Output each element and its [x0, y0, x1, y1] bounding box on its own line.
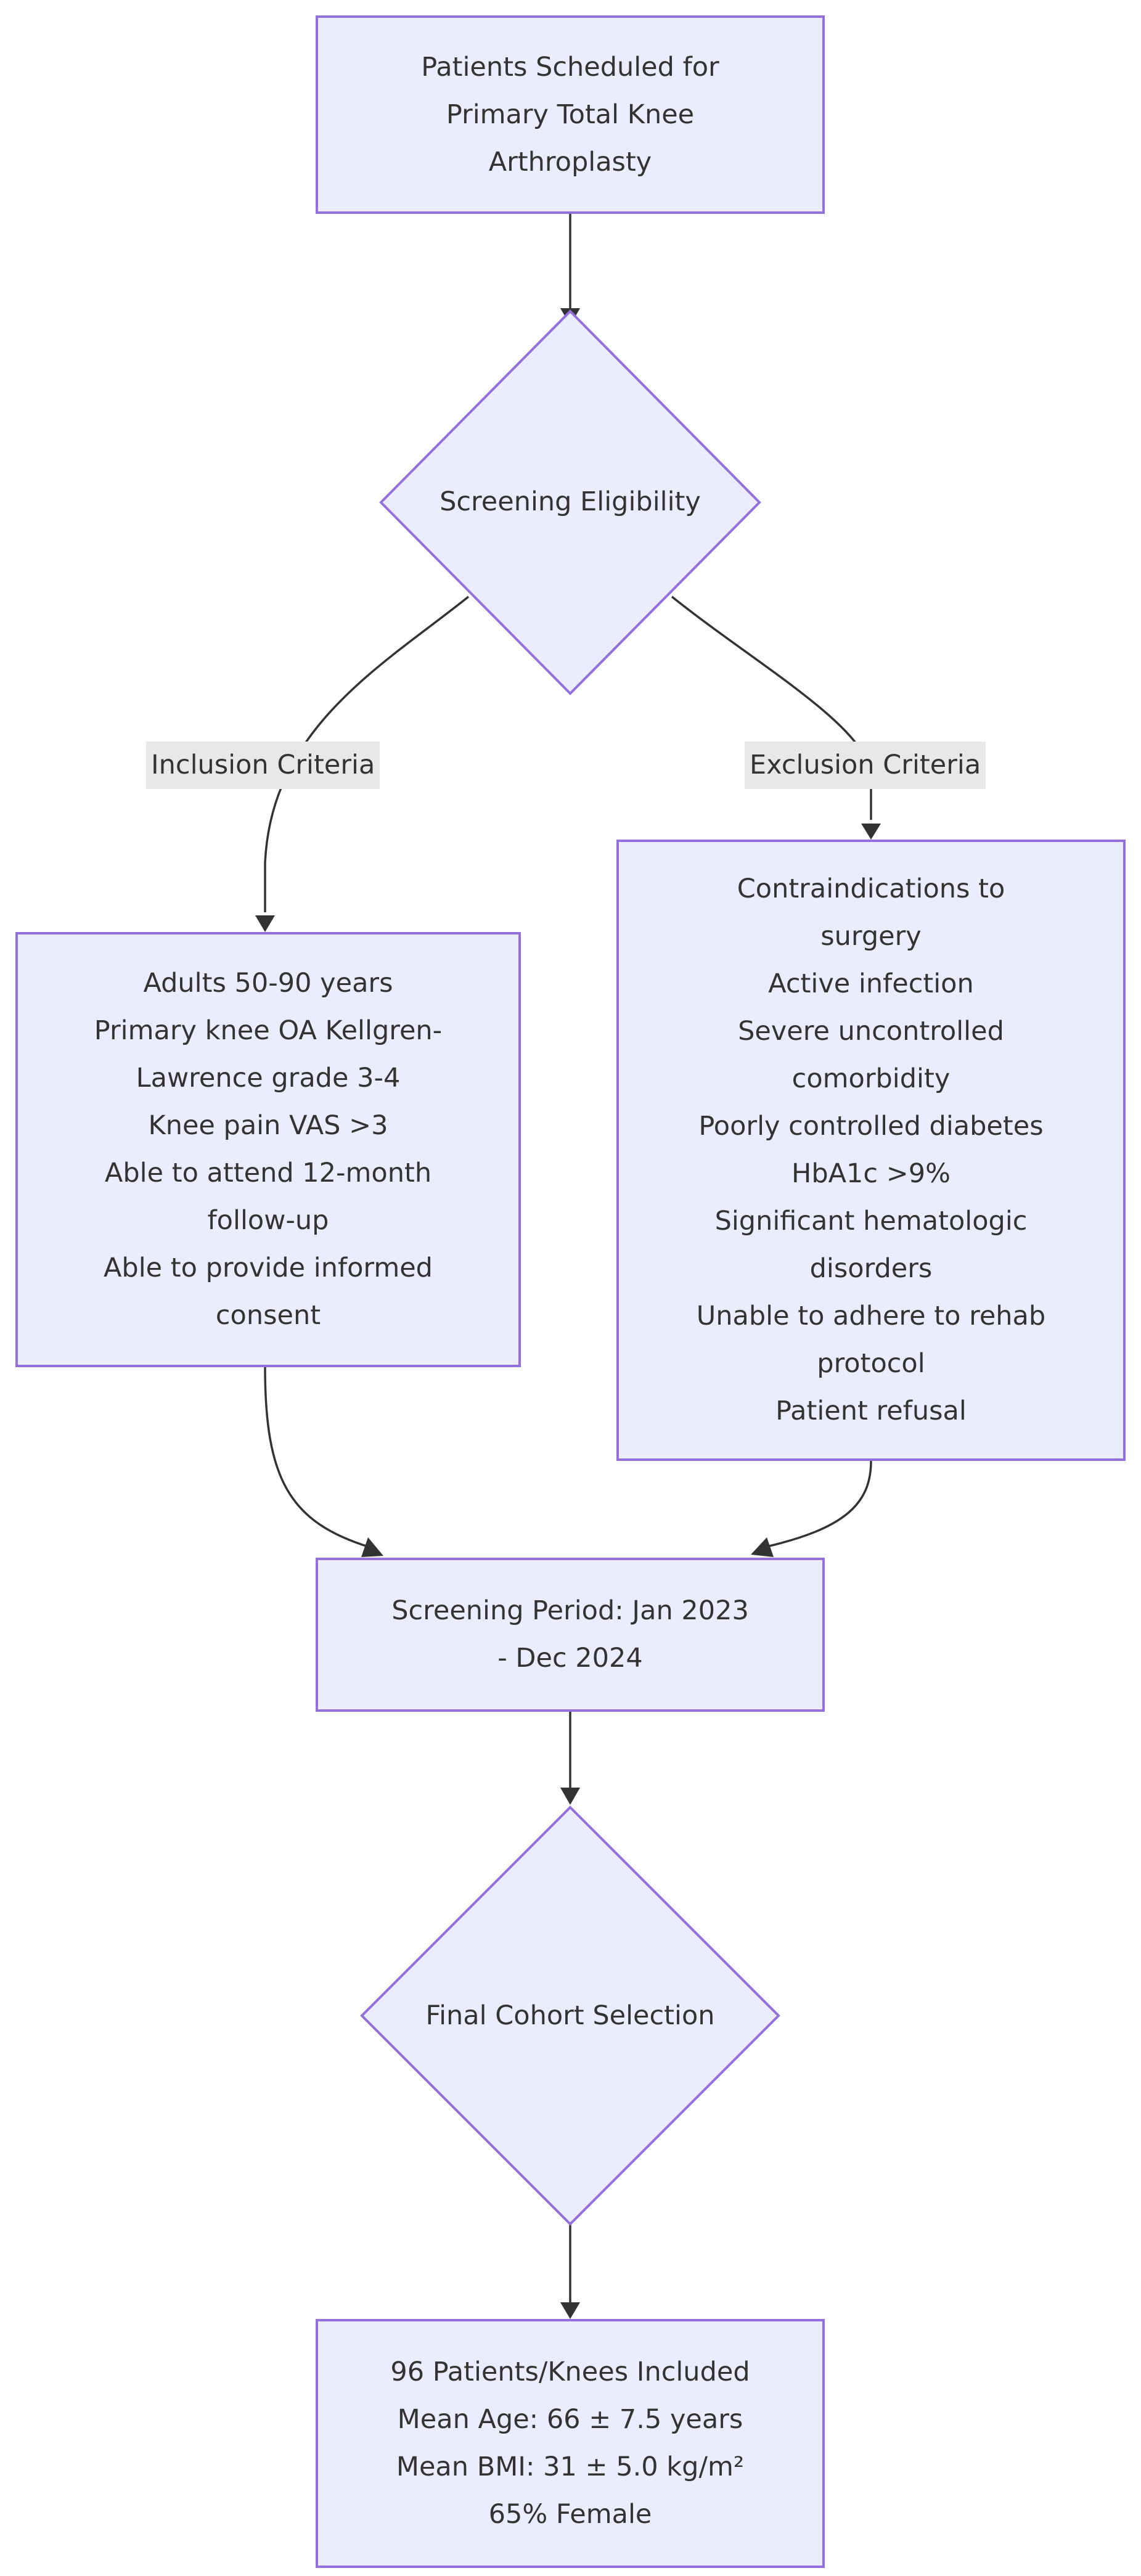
start-node-text: Patients Scheduled for Primary Total Kne…: [421, 44, 719, 186]
inclusion-line: Adults 50-90 years: [143, 968, 393, 999]
final-cohort-selection-diamond: [360, 1805, 780, 2226]
screening-period-text: Screening Period: Jan 2023 - Dec 2024: [391, 1587, 749, 1682]
exclusion-line: Patient refusal: [775, 1396, 967, 1426]
final-cohort-line: 65% Female: [488, 2499, 652, 2530]
inclusion-line: follow-up: [207, 1205, 329, 1236]
inclusion-line: Lawrence grade 3-4: [136, 1063, 401, 1094]
exclusion-line: protocol: [817, 1348, 925, 1379]
inclusion-criteria-edge-label: Inclusion Criteria: [146, 742, 380, 789]
start-node-line: Arthroplasty: [488, 146, 652, 178]
final-cohort-line: Mean Age: 66 ± 7.5 years: [397, 2404, 743, 2435]
final-cohort-line: 96 Patients/Knees Included: [390, 2357, 750, 2387]
inclusion-line: Able to attend 12-month: [104, 1158, 432, 1188]
exclusion-line: HbA1c >9%: [791, 1158, 951, 1189]
exclusion-line: disorders: [809, 1253, 933, 1284]
final-cohort-line: Mean BMI: 31 ± 5.0 kg/m²: [396, 2451, 745, 2482]
start-node-line: Patients Scheduled for: [421, 51, 719, 83]
inclusion-line: Able to provide informed: [104, 1253, 433, 1283]
exclusion-line: Contraindications to: [737, 873, 1005, 904]
inclusion-line: Primary knee OA Kellgren-: [94, 1015, 443, 1046]
inclusion-criteria-text: Adults 50-90 years Primary knee OA Kellg…: [94, 960, 442, 1339]
start-node: Patients Scheduled for Primary Total Kne…: [316, 15, 825, 214]
final-cohort-text: 96 Patients/Knees Included Mean Age: 66 …: [390, 2349, 750, 2538]
arrowhead-period-right: [751, 1537, 774, 1557]
exclusion-line: Poorly controlled diabetes: [698, 1111, 1044, 1142]
exclusion-criteria-text: Contraindications to surgery Active infe…: [697, 865, 1045, 1435]
screening-period-line: Screening Period: Jan 2023: [391, 1595, 749, 1626]
inclusion-line: consent: [215, 1300, 321, 1331]
arrowhead-final: [560, 2302, 580, 2319]
arrowhead-inclusion: [255, 915, 275, 932]
edge-inclusion-to-period: [264, 1367, 370, 1548]
arrowhead-exclusion: [861, 824, 881, 840]
arrowhead-cohort: [560, 1788, 580, 1805]
exclusion-line: Active infection: [768, 968, 974, 999]
arrowhead-period-left: [361, 1537, 383, 1557]
exclusion-criteria-edge-label: Exclusion Criteria: [745, 742, 986, 789]
exclusion-line: surgery: [820, 921, 922, 952]
exclusion-line: Severe uncontrolled: [738, 1016, 1004, 1047]
screening-eligibility-diamond: [379, 309, 761, 695]
inclusion-line: Knee pain VAS >3: [148, 1110, 388, 1141]
screening-period-line: - Dec 2024: [497, 1643, 643, 1674]
screening-eligibility-label: Screening Eligibility: [440, 486, 701, 517]
exclusion-criteria-node: Contraindications to surgery Active infe…: [616, 840, 1126, 1461]
exclusion-line: Significant hematologic: [714, 1206, 1028, 1237]
final-cohort-node: 96 Patients/Knees Included Mean Age: 66 …: [316, 2319, 825, 2568]
exclusion-line: comorbidity: [791, 1063, 951, 1094]
edge-exclusion-to-period: [764, 1460, 872, 1548]
screening-period-node: Screening Period: Jan 2023 - Dec 2024: [316, 1558, 825, 1712]
edge-screening-to-inclusion: [264, 595, 470, 912]
inclusion-criteria-node: Adults 50-90 years Primary knee OA Kellg…: [15, 932, 521, 1367]
final-cohort-selection-label: Final Cohort Selection: [425, 2000, 715, 2031]
exclusion-line: Unable to adhere to rehab: [696, 1301, 1046, 1331]
start-node-line: Primary Total Knee: [446, 99, 695, 130]
